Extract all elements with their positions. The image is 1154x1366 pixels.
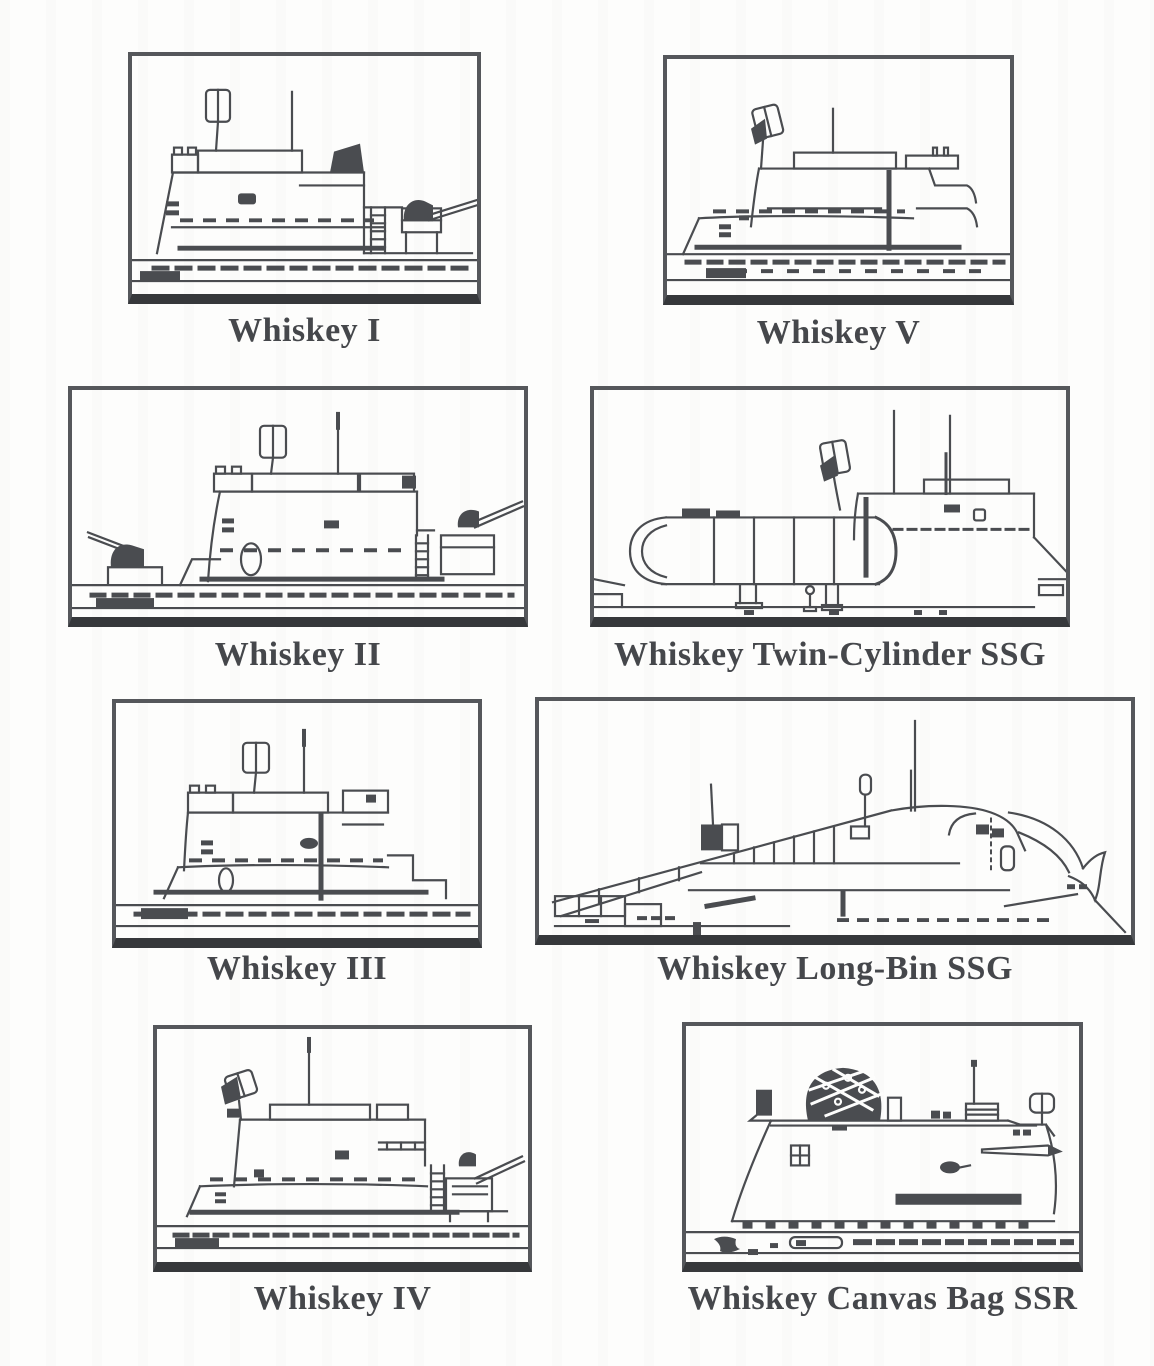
figure-whiskey-iv [153,1025,532,1272]
figure-whiskey-v [663,55,1014,305]
figure-whiskey-long-bin-ssg [535,697,1135,945]
figure-whiskey-iii [112,699,482,948]
whiskey-iii-submarine-drawing [116,728,478,928]
whiskey-ii-submarine-drawing [72,411,524,610]
caption-whiskey-v: Whiskey V [756,314,921,351]
figure-whiskey-i [128,52,481,304]
caption-whiskey-twin-cylinder-ssg: Whiskey Twin-Cylinder SSG [614,636,1046,673]
whiskey-iv-submarine-drawing [157,1036,528,1250]
caption-whiskey-ii: Whiskey II [214,636,382,673]
figure-whiskey-twin-cylinder-ssg [590,386,1070,627]
caption-whiskey-long-bin-ssg: Whiskey Long-Bin SSG [657,950,1013,987]
caption-whiskey-iii: Whiskey III [206,950,388,987]
figure-whiskey-canvas-bag-ssr [682,1022,1083,1272]
caption-whiskey-iv: Whiskey IV [253,1280,432,1317]
caption-whiskey-i: Whiskey I [228,312,381,349]
figure-whiskey-ii [68,386,528,627]
whiskey-i-submarine-drawing [132,88,477,283]
whiskey-long-bin-ssg-drawing [551,719,1127,935]
caption-whiskey-canvas-bag-ssr: Whiskey Canvas Bag SSR [687,1280,1078,1317]
whiskey-canvas-bag-ssr-drawing [686,1059,1079,1256]
whiskey-twin-cylinder-ssg-drawing [594,409,1066,616]
whiskey-v-submarine-drawing [667,103,1010,282]
